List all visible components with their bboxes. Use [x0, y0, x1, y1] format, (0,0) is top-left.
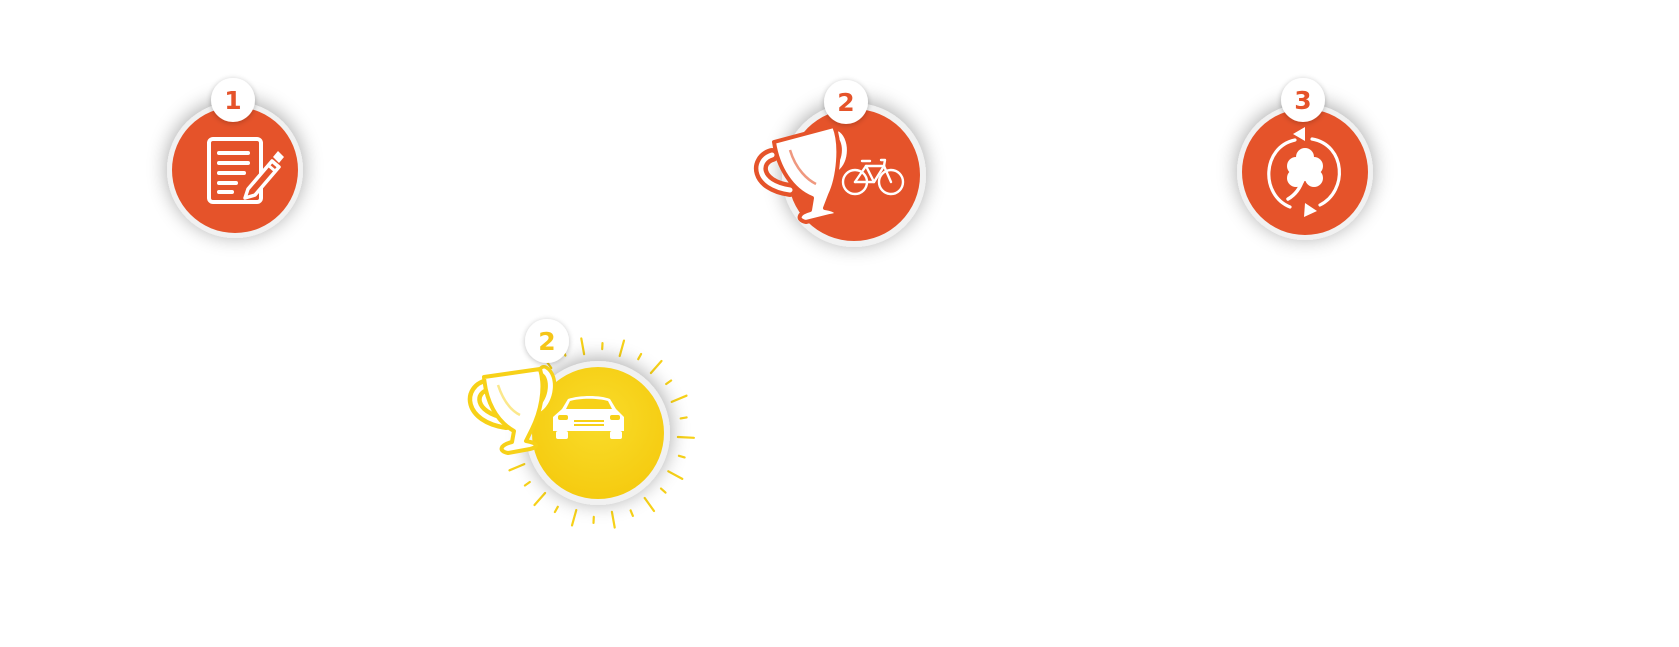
sun-ray: [637, 352, 643, 361]
sun-ray: [677, 454, 686, 459]
sun-ray: [679, 416, 688, 420]
trophy-icon: [754, 124, 847, 224]
sun-ray: [533, 491, 547, 507]
sun-ray: [508, 463, 526, 472]
sun-ray: [629, 509, 634, 517]
step-2-badge[interactable]: 2: [750, 70, 940, 255]
sun-ray: [570, 508, 578, 527]
sun-ray: [618, 339, 626, 358]
step-2-highlighted-number: 2: [538, 327, 555, 356]
sun-ray: [659, 487, 667, 494]
sun-ray: [610, 510, 616, 529]
cycle-arrows-icon: [1267, 137, 1341, 209]
bicycle-icon: [841, 158, 905, 196]
sun-ray: [580, 337, 586, 356]
step-1-circle: [172, 107, 298, 233]
step-3-number: 3: [1294, 86, 1311, 115]
sun-ray: [670, 394, 688, 404]
sun-ray: [523, 480, 531, 487]
step-1-number: 1: [224, 86, 241, 115]
pencil-icon: [243, 151, 284, 200]
step-2-number: 2: [837, 88, 854, 117]
car-icon: [553, 396, 624, 439]
step-2-number-bubble: [824, 80, 868, 124]
sun-ray: [643, 496, 656, 513]
step-1-number-bubble: [211, 78, 255, 122]
step-1-badge[interactable]: 1: [160, 65, 320, 240]
sun-ray: [665, 379, 673, 386]
clover-icon: [1286, 148, 1323, 201]
step-2-highlighted-badge[interactable]: 2: [440, 305, 700, 555]
step-3-badge[interactable]: 3: [1230, 65, 1390, 245]
sun-ray: [649, 359, 663, 375]
step-2-highlighted-number-bubble: [525, 319, 569, 363]
step-3-number-bubble: [1281, 78, 1325, 122]
sun-ray: [553, 505, 559, 514]
trophy-icon-yellow: [467, 365, 557, 455]
step-2-highlighted-circle: [532, 367, 664, 499]
sun-ray: [676, 435, 695, 439]
sun-ray: [667, 470, 684, 480]
document-pencil-icon: [207, 137, 263, 204]
